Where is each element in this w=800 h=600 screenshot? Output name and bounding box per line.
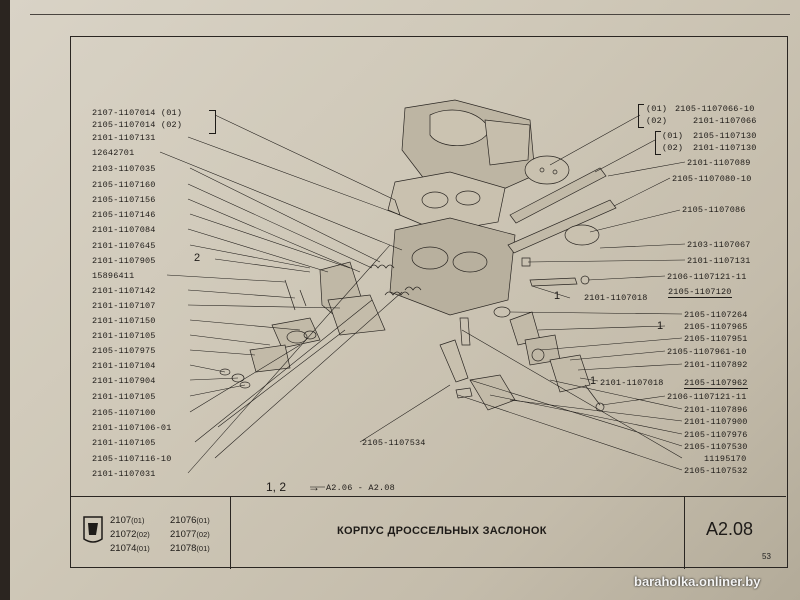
- marker-1: 1: [657, 320, 664, 332]
- part-label-left: 2101-1107905: [92, 256, 156, 266]
- part-label-left: 2105-1107160: [92, 180, 156, 190]
- top-strip: [30, 0, 790, 15]
- part-label-right: 2105-1107120: [668, 287, 732, 298]
- part-label-right: 2105-1107080-10: [672, 174, 752, 184]
- part-label-left: 2101-1107150: [92, 316, 156, 326]
- part-label-left: 2101-1107645: [92, 241, 156, 251]
- part-tag: (02): [662, 143, 684, 153]
- part-label-right: 11195170: [704, 454, 747, 464]
- lada-logo-icon: [83, 516, 103, 543]
- cross-ref-numbers: 1, 2: [266, 480, 287, 494]
- watermark: baraholka.onliner.by: [634, 574, 761, 589]
- marker-2: 2: [194, 252, 201, 264]
- part-label-right: 2105-1107530: [684, 442, 748, 452]
- part-label-left: 2105-1107014 (02): [92, 120, 183, 130]
- catalog-page: 2107-1107014 (01) 2105-1107014 (02) 2101…: [10, 0, 800, 600]
- part-label-right: 2101-1107900: [684, 417, 748, 427]
- section-code: A2.08: [706, 519, 754, 539]
- model-code: 2107(01): [110, 515, 145, 526]
- part-label-left: 2101-1107105: [92, 438, 156, 448]
- part-tag: (02): [646, 116, 668, 126]
- part-label-left: 12642701: [92, 148, 135, 158]
- part-label-right: 2101-1107130: [693, 143, 757, 153]
- part-label-right: 2105-1107961-10: [667, 347, 747, 357]
- part-label-right: 2105-1107130: [693, 131, 757, 141]
- part-label-left: 2103-1107035: [92, 164, 156, 174]
- section-title: КОРПУС ДРОССЕЛЬНЫХ ЗАСЛОНОК: [337, 525, 547, 537]
- bracket: [209, 110, 216, 134]
- part-label-right: 2101-1107131: [687, 256, 751, 266]
- part-tag: (01): [646, 104, 668, 114]
- model-code: 21077(02): [170, 529, 210, 540]
- part-label-left: 2101-1107104: [92, 361, 156, 371]
- part-label-right: 2101-1107018: [600, 378, 664, 388]
- page-number: 53: [762, 552, 771, 561]
- part-label-right: 2101-1107892: [684, 360, 748, 370]
- part-label-left: 2105-1107116-10: [92, 454, 172, 464]
- bracket: [655, 131, 661, 155]
- part-tag: (01): [662, 131, 684, 141]
- part-label-right: 2105-1107264: [684, 310, 748, 320]
- part-label-right: 2101-1107066: [693, 116, 757, 126]
- part-label-right: 2103-1107067: [687, 240, 751, 250]
- model-code: 21078(01): [170, 543, 210, 554]
- part-label-right: 2101-1107018: [584, 293, 648, 303]
- part-label-left: 2101-1107107: [92, 301, 156, 311]
- code-cell: A2.08: [684, 497, 784, 569]
- model-code: 21072(02): [110, 529, 150, 540]
- part-label-right: 2105-1107976: [684, 430, 748, 440]
- model-code: 21076(01): [170, 515, 210, 526]
- part-label-left: 15896411: [92, 271, 135, 281]
- part-label-right: 2105-1107965: [684, 322, 748, 332]
- model-code: 21074(01): [110, 543, 150, 554]
- cross-ref-sections: A2.06 - A2.08: [326, 483, 395, 493]
- exploded-parts-diagram: [159, 99, 686, 488]
- arrow-icon: →: [308, 480, 320, 494]
- part-label-right: 2105-1107951: [684, 334, 748, 344]
- part-label-left: 2101-1107084: [92, 225, 156, 235]
- title-block: 2107(01) 21076(01) 21072(02) 21077(02) 2…: [70, 496, 786, 569]
- part-label-left: 2101-1107031: [92, 469, 156, 479]
- part-label-right: 2101-1107089: [687, 158, 751, 168]
- part-label-left: 2101-1107131: [92, 133, 156, 143]
- part-label-left: 2107-1107014 (01): [92, 108, 183, 118]
- part-label-right: 2105-1107962: [684, 378, 748, 389]
- bracket: [638, 104, 644, 128]
- part-label-right: 2106-1107121-11: [667, 392, 747, 402]
- part-label-left: 2105-1107975: [92, 346, 156, 356]
- part-label-center: 2105-1107534: [362, 438, 426, 448]
- part-label-right: 2101-1107896: [684, 405, 748, 415]
- marker-1: 1: [554, 290, 561, 302]
- part-label-right: 2106-1107121-11: [667, 272, 747, 282]
- part-label-left: 2101-1107105: [92, 331, 156, 341]
- models-cell: 2107(01) 21076(01) 21072(02) 21077(02) 2…: [70, 497, 231, 569]
- title-cell: КОРПУС ДРОССЕЛЬНЫХ ЗАСЛОНОК: [230, 497, 685, 569]
- part-label-right: 2105-1107066-10: [675, 104, 755, 114]
- part-label-left: 2101-1107106-01: [92, 423, 172, 433]
- diagram-frame: [70, 36, 788, 568]
- part-label-left: 2105-1107100: [92, 408, 156, 418]
- part-label-left: 2105-1107146: [92, 210, 156, 220]
- part-label-left: 2105-1107156: [92, 195, 156, 205]
- part-label-right: 2105-1107532: [684, 466, 748, 476]
- part-label-left: 2101-1107105: [92, 392, 156, 402]
- marker-1: 1: [590, 375, 597, 387]
- part-label-left: 2101-1107904: [92, 376, 156, 386]
- part-label-left: 2101-1107142: [92, 286, 156, 296]
- part-label-right: 2105-1107086: [682, 205, 746, 215]
